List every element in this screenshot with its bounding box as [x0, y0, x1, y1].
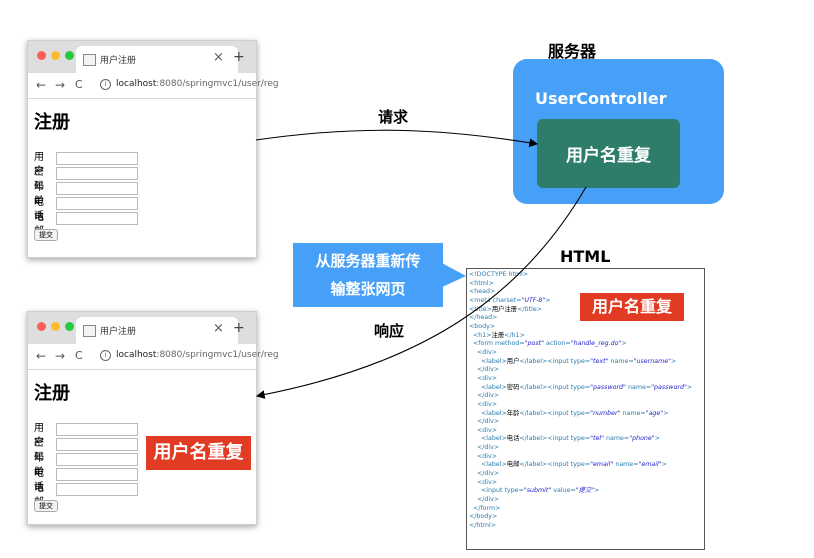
html-heading: HTML: [560, 247, 611, 266]
forward-icon[interactable]: →: [55, 78, 66, 92]
address-bar: ← → C i localhost:8080/springmvc1/user/r…: [28, 344, 279, 370]
forward-icon[interactable]: →: [55, 349, 66, 363]
submit-button[interactable]: 提交: [34, 500, 58, 512]
request-label: 请求: [378, 108, 409, 126]
email-input[interactable]: [56, 483, 138, 496]
field-label: 年龄: [34, 453, 44, 478]
reload-icon[interactable]: C: [75, 349, 83, 362]
new-tab-icon[interactable]: +: [233, 49, 245, 65]
url-host: localhost: [116, 79, 157, 89]
username-input[interactable]: [56, 423, 138, 436]
field-label: 密码: [34, 438, 44, 463]
back-icon[interactable]: ←: [36, 349, 47, 363]
page-title: 注册: [34, 112, 70, 133]
field-label: 用户: [34, 423, 44, 448]
response-label: 响应: [374, 322, 405, 340]
server-box: UserController 用户名重复: [513, 59, 724, 204]
info-icon[interactable]: i: [100, 79, 111, 90]
field-label: 用户: [34, 152, 44, 177]
tab-title: 用户注册: [100, 56, 137, 66]
note-line-1: 从服务器重新传: [315, 252, 421, 270]
browser-window-request: 用户注册 × + ← → C i localhost:8080/springmv…: [27, 40, 279, 259]
field-label: 年龄: [34, 182, 44, 207]
new-tab-icon[interactable]: +: [233, 320, 245, 336]
info-icon[interactable]: i: [100, 350, 111, 361]
submit-button[interactable]: 提交: [34, 229, 58, 241]
browser-window-response: 用户注册 × + ← → C i localhost:8080/springmv…: [27, 311, 279, 525]
maximize-window-dot[interactable]: [65, 51, 74, 60]
response-arrow: [255, 186, 587, 399]
controller-result-box: 用户名重复: [537, 119, 680, 188]
page-title: 注册: [34, 383, 70, 404]
email-input[interactable]: [56, 212, 138, 225]
browser-tab[interactable]: 用户注册 ×: [76, 46, 238, 73]
url-host: localhost: [116, 350, 157, 360]
url-path: :8080/springmvc1/user/reg: [156, 79, 279, 89]
minimize-window-dot[interactable]: [51, 51, 60, 60]
browser-tab-bar: 用户注册 × +: [28, 312, 256, 344]
page-icon: [83, 325, 96, 337]
request-arrow: [255, 129, 539, 148]
close-tab-icon[interactable]: ×: [213, 321, 224, 336]
browser-tab-bar: 用户注册 × +: [28, 41, 256, 73]
age-input[interactable]: [56, 182, 138, 195]
html-duplicate-badge: 用户名重复: [580, 293, 684, 321]
phone-input[interactable]: [56, 468, 138, 481]
duplicate-username-badge: 用户名重复: [146, 436, 251, 470]
username-input[interactable]: [56, 152, 138, 165]
close-window-dot[interactable]: [37, 322, 46, 331]
url-path: :8080/springmvc1/user/reg: [156, 350, 279, 360]
note-line-2: 输整张网页: [330, 280, 406, 298]
close-window-dot[interactable]: [37, 51, 46, 60]
field-label: 密码: [34, 167, 44, 192]
address-bar: ← → C i localhost:8080/springmvc1/user/r…: [28, 73, 279, 99]
url-field[interactable]: localhost:8080/springmvc1/user/reg: [116, 79, 279, 89]
tab-title: 用户注册: [100, 327, 137, 337]
close-tab-icon[interactable]: ×: [213, 50, 224, 65]
controller-error-text: 用户名重复: [566, 146, 651, 166]
age-input[interactable]: [56, 453, 138, 466]
phone-input[interactable]: [56, 197, 138, 210]
minimize-window-dot[interactable]: [51, 322, 60, 331]
field-label: 电话: [34, 468, 44, 493]
password-input[interactable]: [56, 438, 138, 451]
callout-pointer: [440, 262, 466, 288]
page-content: 注册 用户 密码 年龄 电话 电邮 提交: [28, 370, 256, 530]
back-icon[interactable]: ←: [36, 78, 47, 92]
html-code-box: <!DOCTYPE html> <html> <head> <meta char…: [466, 268, 705, 550]
maximize-window-dot[interactable]: [65, 322, 74, 331]
page-icon: [83, 54, 96, 66]
browser-tab[interactable]: 用户注册 ×: [76, 317, 238, 344]
server-heading: 服务器: [548, 42, 597, 61]
url-field[interactable]: localhost:8080/springmvc1/user/reg: [116, 350, 279, 360]
field-label: 电话: [34, 197, 44, 222]
html-source-code: <!DOCTYPE html> <html> <head> <meta char…: [469, 271, 693, 530]
page-content: 注册 用户 密码 年龄 电话 电邮 提交: [28, 99, 256, 259]
controller-name: UserController: [535, 89, 667, 108]
reload-icon[interactable]: C: [75, 78, 83, 91]
password-input[interactable]: [56, 167, 138, 180]
reload-note-callout: 从服务器重新传 输整张网页: [293, 243, 443, 307]
